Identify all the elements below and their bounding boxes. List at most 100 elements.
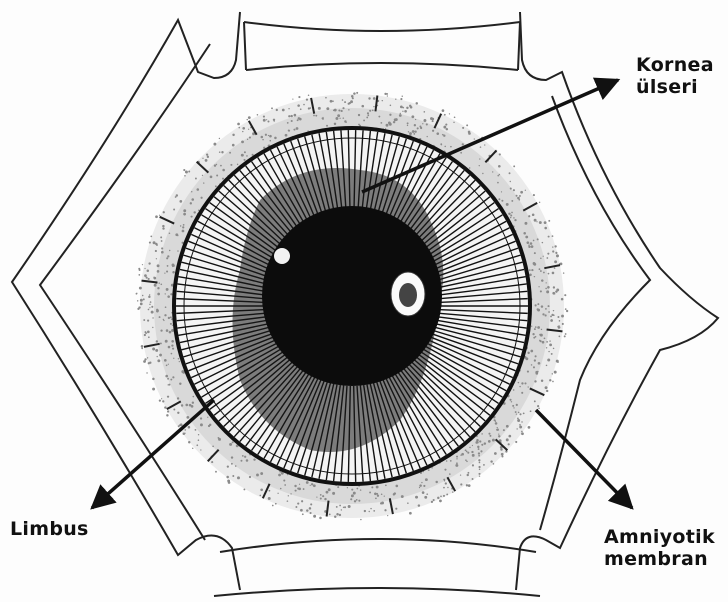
membrane-speckle bbox=[138, 274, 140, 276]
membrane-speckle bbox=[137, 300, 138, 301]
membrane-speckle bbox=[535, 326, 537, 328]
membrane-speckle bbox=[214, 164, 216, 166]
membrane-speckle bbox=[370, 508, 371, 509]
membrane-speckle bbox=[517, 417, 519, 419]
membrane-speckle bbox=[428, 469, 430, 471]
membrane-speckle bbox=[168, 346, 171, 349]
membrane-speckle bbox=[208, 425, 210, 427]
membrane-speckle bbox=[387, 515, 388, 516]
membrane-speckle bbox=[534, 252, 536, 254]
membrane-speckle bbox=[514, 219, 516, 221]
membrane-speckle bbox=[326, 125, 328, 127]
membrane-speckle bbox=[547, 286, 550, 289]
membrane-speckle bbox=[267, 121, 269, 123]
membrane-speckle bbox=[154, 284, 157, 287]
membrane-speckle bbox=[412, 130, 415, 133]
membrane-speckle bbox=[368, 97, 370, 99]
amniotic-membrane-label: Amniyotik membran bbox=[604, 526, 715, 570]
membrane-speckle bbox=[347, 487, 348, 488]
membrane-speckle bbox=[376, 493, 378, 495]
membrane-speckle bbox=[249, 476, 251, 478]
membrane-speckle bbox=[144, 334, 146, 336]
membrane-speckle bbox=[260, 488, 263, 491]
membrane-speckle bbox=[538, 286, 539, 287]
membrane-speckle bbox=[442, 134, 444, 136]
membrane-speckle bbox=[341, 110, 343, 112]
membrane-speckle bbox=[478, 452, 480, 454]
lower-speculum-blade bbox=[214, 539, 540, 596]
membrane-speckle bbox=[549, 379, 551, 381]
membrane-speckle bbox=[546, 347, 547, 348]
membrane-speckle bbox=[544, 221, 547, 224]
membrane-speckle bbox=[366, 117, 368, 119]
membrane-speckle bbox=[157, 264, 160, 267]
membrane-speckle bbox=[546, 341, 548, 343]
membrane-speckle bbox=[155, 243, 157, 245]
light-reflex-right-core bbox=[399, 283, 417, 307]
membrane-speckle bbox=[309, 512, 311, 514]
membrane-speckle bbox=[478, 455, 480, 457]
membrane-speckle bbox=[442, 109, 445, 112]
membrane-speckle bbox=[554, 293, 555, 294]
membrane-speckle bbox=[542, 242, 543, 243]
membrane-speckle bbox=[494, 419, 496, 421]
membrane-speckle bbox=[262, 139, 264, 141]
membrane-speckle bbox=[548, 273, 550, 275]
membrane-speckle bbox=[308, 94, 310, 96]
membrane-speckle bbox=[460, 483, 462, 485]
membrane-speckle bbox=[287, 122, 289, 124]
membrane-speckle bbox=[294, 485, 296, 487]
membrane-speckle bbox=[244, 151, 246, 153]
membrane-speckle bbox=[166, 414, 168, 416]
membrane-speckle bbox=[540, 257, 542, 259]
membrane-speckle bbox=[521, 421, 522, 422]
membrane-speckle bbox=[521, 432, 524, 435]
membrane-speckle bbox=[545, 288, 547, 290]
membrane-speckle bbox=[395, 118, 398, 121]
membrane-speckle bbox=[178, 358, 179, 359]
membrane-speckle bbox=[151, 311, 154, 314]
membrane-speckle bbox=[382, 100, 383, 101]
membrane-speckle bbox=[545, 314, 547, 316]
membrane-speckle bbox=[170, 379, 172, 381]
membrane-speckle bbox=[325, 97, 327, 99]
membrane-speckle bbox=[328, 488, 331, 491]
membrane-speckle bbox=[149, 307, 150, 308]
membrane-speckle bbox=[466, 461, 468, 463]
membrane-speckle bbox=[511, 401, 512, 402]
membrane-speckle bbox=[337, 486, 339, 488]
membrane-speckle bbox=[229, 443, 232, 446]
membrane-speckle bbox=[472, 464, 474, 466]
membrane-speckle bbox=[537, 372, 538, 373]
membrane-speckle bbox=[506, 203, 509, 206]
membrane-speckle bbox=[152, 317, 153, 318]
membrane-speckle bbox=[554, 267, 556, 269]
membrane-speckle bbox=[543, 256, 544, 257]
membrane-speckle bbox=[253, 458, 255, 460]
membrane-speckle bbox=[182, 230, 185, 233]
membrane-speckle bbox=[462, 127, 464, 129]
membrane-speckle bbox=[471, 451, 473, 453]
membrane-speckle bbox=[269, 490, 271, 492]
membrane-speckle bbox=[388, 122, 391, 125]
membrane-speckle bbox=[249, 136, 251, 138]
membrane-speckle bbox=[141, 347, 143, 349]
membrane-speckle bbox=[219, 151, 221, 153]
membrane-speckle bbox=[446, 493, 448, 495]
membrane-speckle bbox=[336, 513, 339, 516]
membrane-speckle bbox=[521, 431, 523, 433]
membrane-speckle bbox=[329, 514, 331, 516]
membrane-speckle bbox=[528, 244, 530, 246]
membrane-speckle bbox=[422, 491, 425, 494]
membrane-speckle bbox=[490, 460, 492, 462]
membrane-speckle bbox=[510, 188, 512, 190]
membrane-speckle bbox=[276, 109, 278, 111]
membrane-speckle bbox=[246, 155, 248, 157]
membrane-speckle bbox=[351, 494, 354, 497]
membrane-speckle bbox=[324, 498, 326, 500]
membrane-speckle bbox=[386, 93, 388, 95]
membrane-speckle bbox=[211, 461, 213, 463]
membrane-speckle bbox=[149, 304, 150, 305]
membrane-speckle bbox=[419, 126, 421, 128]
membrane-speckle bbox=[529, 273, 532, 276]
